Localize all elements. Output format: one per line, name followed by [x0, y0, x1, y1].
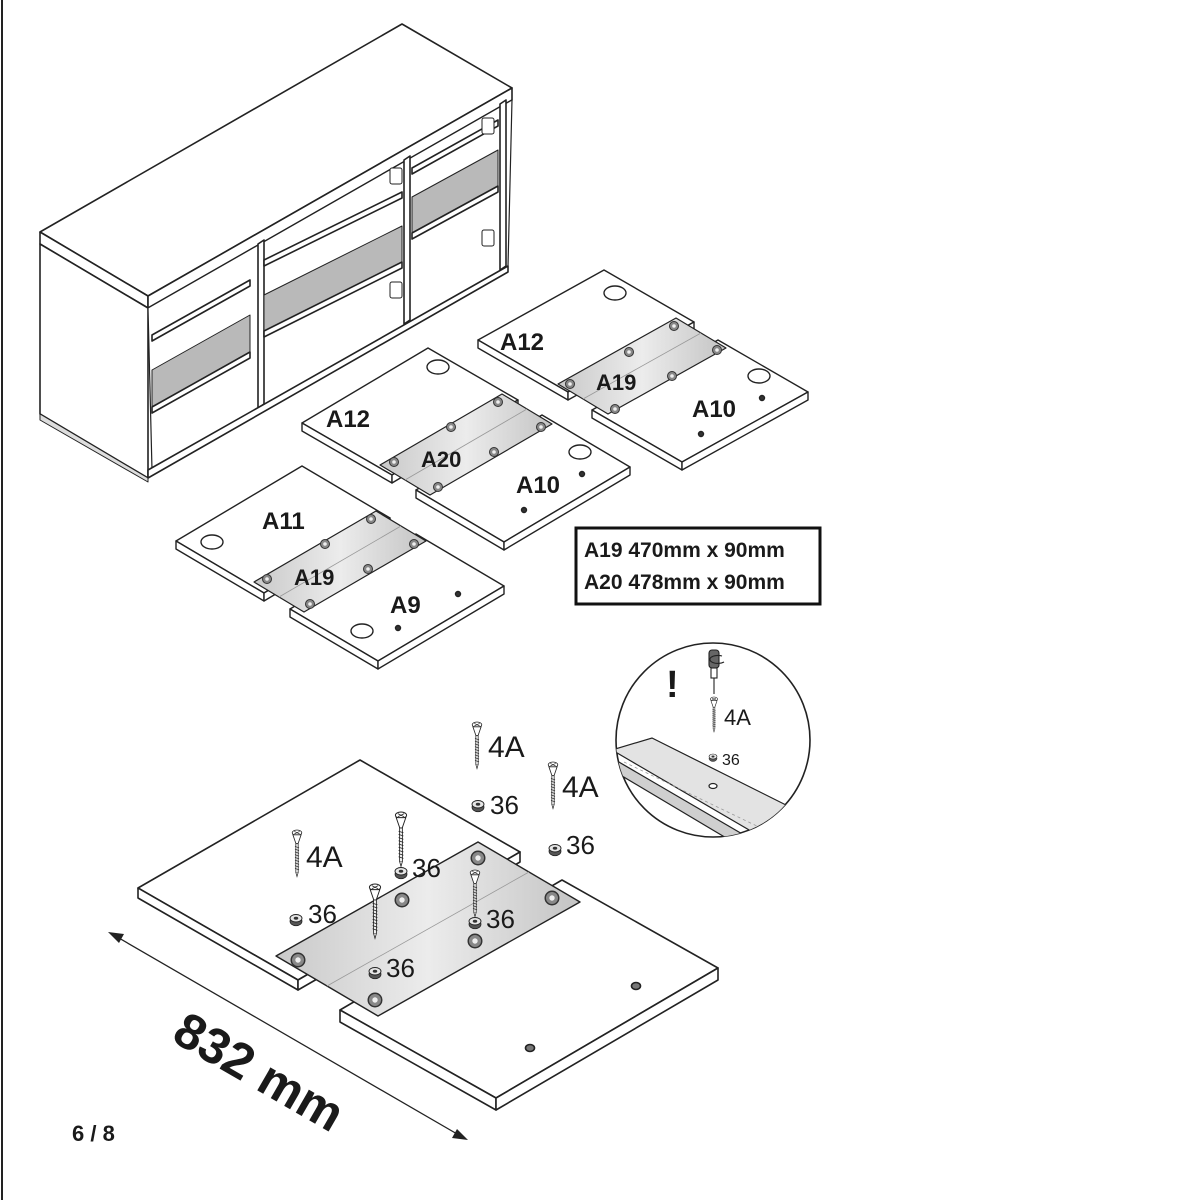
cap-icon [471, 800, 485, 813]
label-a19-top: A19 [596, 370, 636, 395]
spec-box: A19 470mm x 90mm A20 478mm x 90mm [574, 526, 822, 606]
cap-icon [394, 867, 408, 880]
cap-icon [468, 917, 482, 930]
label-a12-top: A12 [500, 329, 544, 356]
dimension-label: 832 mm [165, 1001, 354, 1143]
screw-label: 4A [562, 771, 599, 804]
door-assembly-a12-a10-top [477, 269, 809, 471]
label-a9: A9 [390, 592, 421, 619]
dimension-indicator [108, 932, 468, 1140]
label-a10-top: A10 [692, 396, 736, 423]
label-a11: A11 [262, 508, 305, 535]
spec-line-a19: A19 470mm x 90mm [584, 539, 785, 562]
screw-icon [471, 721, 483, 770]
cap-label: 36 [490, 790, 519, 820]
cap-icon [548, 844, 562, 857]
door-assembly-a12-a10-middle [301, 347, 631, 551]
spec-line-a20: A20 478mm x 90mm [584, 571, 785, 594]
large-door-assembly [137, 759, 719, 1111]
hardware-labels: 4A 4A 4A 36 36 36 36 36 36 [306, 731, 599, 983]
detail-circle: 4A 36 ! [615, 642, 811, 838]
label-a20-middle: A20 [421, 447, 461, 472]
screw-icon [547, 761, 559, 810]
cap-label: 36 [566, 830, 595, 860]
label-a10-middle: A10 [516, 472, 560, 499]
panel-labels: A12 A19 A10 A12 A20 A10 A11 A19 A9 [262, 329, 736, 619]
label-a12-middle: A12 [326, 406, 370, 433]
cap-icon [289, 914, 303, 927]
screw-label: 4A [488, 731, 525, 764]
sideboard-illustration [39, 23, 513, 483]
cap-label: 36 [386, 953, 415, 983]
screw-label: 4A [306, 841, 343, 874]
cap-label: 36 [308, 899, 337, 929]
detail-cap-label: 36 [722, 752, 740, 769]
page-number: 6 / 8 [72, 1121, 115, 1146]
cap-label: 36 [486, 904, 515, 934]
detail-screw-label: 4A [724, 705, 751, 730]
detail-cap-icon [708, 753, 718, 762]
warning-mark: ! [666, 664, 679, 706]
label-a19-lower: A19 [294, 565, 334, 590]
cap-label: 36 [412, 853, 441, 883]
cap-icon [368, 967, 382, 980]
door-assembly-a11-a9 [175, 465, 505, 670]
